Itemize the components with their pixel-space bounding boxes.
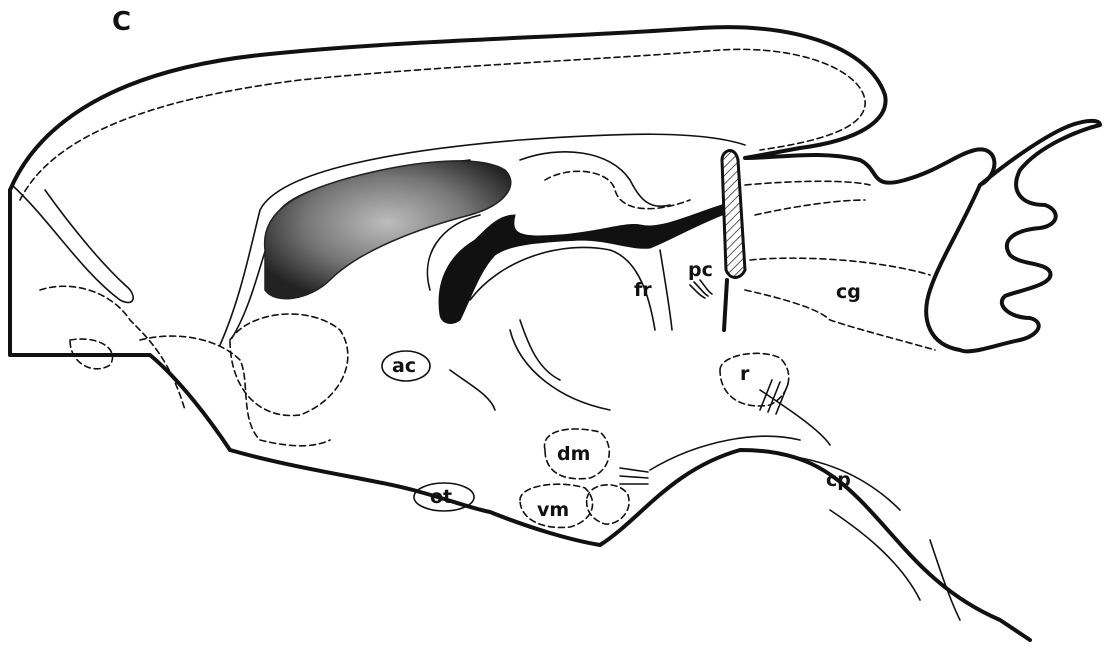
label-pc: pc xyxy=(688,259,713,281)
colliculus-dashed-2 xyxy=(755,200,865,215)
label-dm: dm xyxy=(557,443,590,465)
fornix-line xyxy=(470,247,655,330)
thalamus-arc-2 xyxy=(520,320,560,380)
r-outline xyxy=(720,353,789,406)
pc-fibers xyxy=(690,280,712,298)
hatched-structure xyxy=(722,151,745,278)
hippocampus-curve xyxy=(520,152,670,206)
cerebellum-folia xyxy=(926,121,1100,352)
label-fr: fr xyxy=(634,279,652,301)
label-ac: ac xyxy=(392,355,416,377)
thalamus-arc-1 xyxy=(510,330,610,410)
cp-line-2 xyxy=(830,510,920,600)
label-vm: vm xyxy=(537,499,569,521)
label-cp: cp xyxy=(826,469,851,491)
fornix-line-2 xyxy=(660,250,672,330)
striatum-dashed xyxy=(230,314,348,416)
label-r: r xyxy=(740,363,750,385)
mammillary-fibers xyxy=(620,468,648,484)
label-ot: ot xyxy=(430,486,452,508)
colliculus-dashed-1 xyxy=(745,181,870,185)
stria-line xyxy=(450,370,495,410)
hippocampus-dashed xyxy=(545,171,690,208)
cg-dashed-upper xyxy=(750,258,930,275)
basal-dashed xyxy=(140,336,330,446)
cortex-inner-line xyxy=(12,185,133,302)
r-fibers xyxy=(760,380,788,414)
olfactory-dashed-1 xyxy=(40,286,185,410)
olfactory-edge xyxy=(10,190,230,450)
panel-letter: C xyxy=(112,7,131,37)
third-ventricle-black xyxy=(439,205,722,323)
pc-stalk xyxy=(724,280,727,330)
label-cg: cg xyxy=(836,281,861,303)
ventral-outline xyxy=(230,450,1030,640)
